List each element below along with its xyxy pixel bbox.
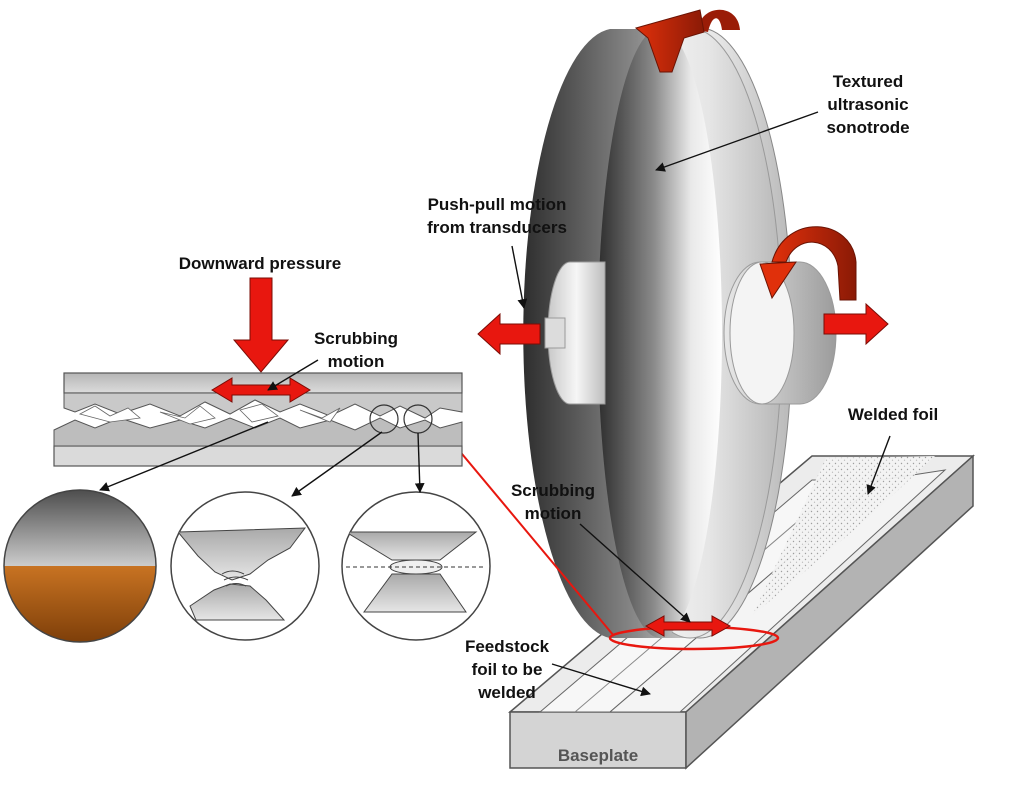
foil-cross-section bbox=[53, 372, 463, 467]
svg-text:motion: motion bbox=[525, 504, 582, 523]
svg-text:Feedstock: Feedstock bbox=[465, 637, 550, 656]
label-downward-pressure: Downward pressure bbox=[179, 254, 342, 273]
svg-text:motion: motion bbox=[328, 352, 385, 371]
label-welded-foil: Welded foil bbox=[848, 405, 938, 495]
svg-text:foil to be: foil to be bbox=[472, 660, 543, 679]
baseplate-label: Baseplate bbox=[558, 746, 638, 765]
leader-to-interface-circle bbox=[414, 432, 425, 493]
svg-text:Downward pressure: Downward pressure bbox=[179, 254, 342, 273]
svg-text:Push-pull motion: Push-pull motion bbox=[428, 195, 567, 214]
wheel-rotation-arrow bbox=[634, 9, 740, 73]
svg-text:from transducers: from transducers bbox=[427, 218, 567, 237]
section-scrubbing-arrow bbox=[211, 377, 311, 403]
detail-circle-deformation bbox=[170, 491, 320, 641]
svg-text:ultrasonic: ultrasonic bbox=[827, 95, 908, 114]
downward-pressure-arrow bbox=[232, 277, 290, 373]
label-push-pull: Push-pull motion from transducers bbox=[427, 195, 567, 309]
svg-text:Welded foil: Welded foil bbox=[848, 405, 938, 424]
welded-foil bbox=[608, 456, 947, 713]
push-pull-left-arrow bbox=[477, 312, 541, 356]
label-feedstock: Feedstock foil to be welded bbox=[465, 637, 651, 702]
label-sonotrode: Textured ultrasonic sonotrode bbox=[655, 72, 910, 172]
right-hub bbox=[723, 261, 837, 405]
svg-text:Scrubbing: Scrubbing bbox=[511, 481, 595, 500]
svg-text:Scrubbing: Scrubbing bbox=[314, 329, 398, 348]
wheel-scrubbing-arrow bbox=[644, 615, 732, 637]
svg-text:Textured: Textured bbox=[833, 72, 904, 91]
label-scrubbing-right: Scrubbing motion bbox=[511, 481, 691, 623]
leader-to-deformation-circle bbox=[291, 431, 383, 497]
svg-text:welded: welded bbox=[477, 683, 536, 702]
push-pull-right-arrow bbox=[823, 302, 889, 346]
svg-text:sonotrode: sonotrode bbox=[826, 118, 909, 137]
detail-circle-bonded bbox=[3, 489, 157, 643]
sonotrode-wheel bbox=[523, 27, 793, 639]
leader-to-bonded-circle bbox=[99, 421, 269, 492]
detail-circle-interface bbox=[341, 491, 491, 641]
hub-rotation-arrow bbox=[759, 226, 857, 301]
contact-to-detail-line bbox=[441, 429, 615, 637]
left-hub bbox=[544, 261, 606, 405]
label-scrubbing-left: Scrubbing motion bbox=[267, 329, 398, 391]
